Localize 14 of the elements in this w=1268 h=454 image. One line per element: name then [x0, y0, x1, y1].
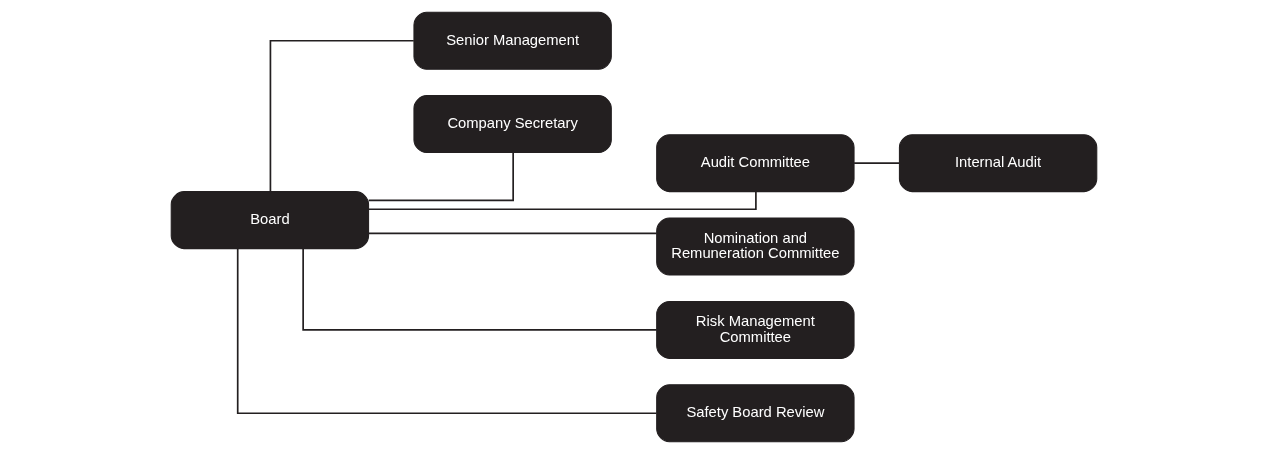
node-box: Risk Management Committee [656, 300, 855, 359]
node-box: Board [170, 191, 370, 250]
connector [302, 247, 658, 331]
connector [853, 162, 900, 164]
connector [236, 247, 658, 415]
node-box: Safety Board Review [656, 384, 855, 443]
connector [269, 39, 415, 193]
node-box: Audit Committee [656, 134, 855, 193]
node-box: Senior Management [413, 11, 612, 70]
node-box: Company Secretary [413, 95, 612, 154]
connector [368, 152, 514, 202]
node-box: Internal Audit [898, 134, 1098, 193]
connector [367, 232, 658, 235]
node-box: Nomination and Remuneration Committee [656, 217, 855, 276]
